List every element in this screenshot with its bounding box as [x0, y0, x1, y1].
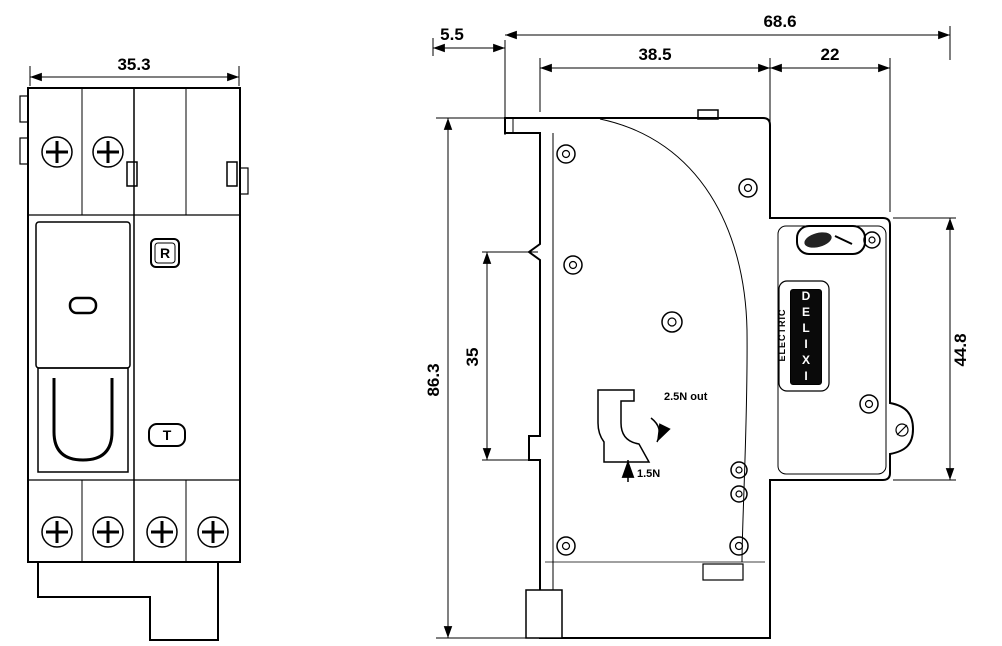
screw-head — [556, 536, 576, 556]
lock-screw — [895, 423, 909, 437]
depth-total-label: 68.6 — [763, 12, 796, 31]
terminal-clip — [126, 161, 138, 187]
dim-depth-front: 22 — [770, 45, 891, 212]
dim-din-offset: 5.5 — [432, 25, 506, 135]
screw-head — [563, 255, 583, 275]
height-total-label: 86.3 — [424, 363, 443, 396]
rail-span-label: 35 — [463, 348, 482, 367]
front-width-dimension: 35.3 — [29, 55, 240, 86]
mount-tab — [19, 95, 29, 123]
screw-head — [729, 536, 749, 556]
electric-label: ELECTRIC — [777, 308, 787, 362]
handle-slot — [68, 296, 98, 315]
dim-depth-total: 68.6 — [505, 12, 951, 60]
screw-icon — [41, 516, 73, 548]
screw-icon — [41, 136, 73, 168]
top-clip — [697, 109, 719, 120]
reset-button: R — [150, 238, 180, 268]
dim-depth-body: 38.5 — [539, 45, 771, 212]
depth-front-label: 22 — [821, 45, 840, 64]
screw-icon — [197, 516, 229, 548]
dim-front-height: 44.8 — [893, 217, 970, 481]
side-view: 2.5N out 1.5N 5.5 68.6 38.5 22 — [424, 12, 970, 639]
terminal-clip — [226, 161, 238, 187]
din-foot — [37, 562, 219, 641]
screw-head — [738, 178, 758, 198]
screw-icon — [92, 516, 124, 548]
pull-out-note: 2.5N out — [664, 391, 708, 403]
case-parting-line — [599, 118, 748, 563]
screw-head — [859, 394, 879, 414]
dim-height-total: 86.3 — [424, 117, 535, 639]
test-button-label: T — [163, 427, 172, 443]
reset-button-label: R — [160, 245, 170, 261]
front-height-label: 44.8 — [951, 333, 970, 366]
din-offset-label: 5.5 — [440, 25, 464, 44]
handle-tip — [804, 232, 832, 248]
din-clip-detail: 2.5N out 1.5N — [597, 389, 708, 482]
mount-tab — [19, 137, 29, 165]
mount-tab — [239, 167, 249, 195]
logo-plate — [778, 280, 830, 392]
front-body-outline — [19, 87, 249, 641]
screw-head — [730, 461, 748, 479]
dim-rail-span: 35 — [463, 251, 538, 461]
din-slide-clip — [525, 589, 563, 639]
screw-head — [556, 144, 576, 164]
depth-body-label: 38.5 — [638, 45, 671, 64]
front-width-label: 35.3 — [117, 55, 150, 74]
screw-head — [730, 485, 748, 503]
screw-head — [661, 311, 683, 333]
screw-icon — [146, 516, 178, 548]
front-view: 35.3 — [19, 55, 249, 641]
push-in-note: 1.5N — [637, 468, 660, 480]
side-screw-bosses — [556, 144, 909, 556]
handle-window — [796, 225, 866, 255]
toggle-lever — [52, 378, 114, 462]
screw-head — [863, 231, 881, 249]
screw-icon — [92, 136, 124, 168]
delixi-logo: DELIXI — [790, 289, 822, 385]
switch-module — [35, 221, 131, 473]
terminal-screws — [41, 136, 229, 548]
side-body-outline — [504, 109, 915, 639]
test-button: T — [148, 423, 186, 447]
